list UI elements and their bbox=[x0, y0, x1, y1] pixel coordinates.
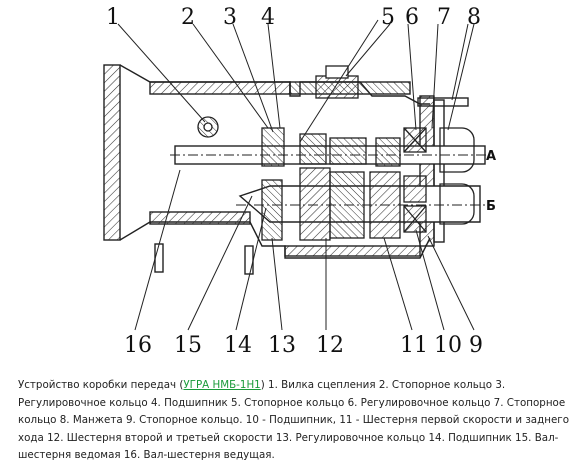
leader-lines bbox=[117, 19, 475, 331]
figure-caption: Устройство коробки передач (УГРА НМБ-1Н1… bbox=[18, 377, 576, 465]
callout-12: 12 bbox=[316, 333, 344, 358]
side-letters: А Б bbox=[486, 149, 496, 214]
callout-10: 10 bbox=[434, 333, 462, 358]
side-letter-b: Б bbox=[486, 199, 496, 214]
callout-6: 6 bbox=[405, 5, 419, 30]
top-plug bbox=[315, 65, 359, 99]
gears bbox=[261, 127, 401, 241]
model-link[interactable]: УГРА НМБ-1Н1 bbox=[183, 379, 261, 391]
callout-numbers-bottom: 16 15 14 13 12 11 10 9 bbox=[124, 333, 483, 358]
shift-fork-pivot bbox=[197, 116, 219, 138]
caption-prefix: Устройство коробки передач ( bbox=[18, 379, 184, 391]
side-letter-a: А bbox=[486, 149, 496, 164]
seal-covers bbox=[439, 127, 475, 225]
callout-3: 3 bbox=[223, 5, 237, 30]
gearbox-drawing: 1 2 3 4 5 6 7 8 16 15 14 13 12 11 10 9 А… bbox=[103, 5, 496, 358]
callout-1: 1 bbox=[106, 5, 120, 30]
callout-5: 5 bbox=[381, 5, 395, 30]
gearbox-cross-section: 1 2 3 4 5 6 7 8 16 15 14 13 12 11 10 9 А… bbox=[103, 5, 496, 358]
callout-numbers-top: 1 2 3 4 5 6 7 8 bbox=[106, 5, 481, 30]
callout-13: 13 bbox=[268, 333, 296, 358]
callout-16: 16 bbox=[124, 333, 152, 358]
callout-2: 2 bbox=[181, 5, 195, 30]
callout-15: 15 bbox=[174, 333, 202, 358]
callout-7: 7 bbox=[437, 5, 451, 30]
caption-body: ) 1. Вилка сцепления 2. Стопорное кольцо… bbox=[18, 379, 570, 462]
callout-11: 11 bbox=[400, 333, 428, 358]
callout-8: 8 bbox=[467, 5, 481, 30]
bearings bbox=[403, 127, 427, 233]
callout-14: 14 bbox=[224, 333, 252, 358]
callout-9: 9 bbox=[469, 333, 483, 358]
callout-4: 4 bbox=[261, 5, 275, 30]
